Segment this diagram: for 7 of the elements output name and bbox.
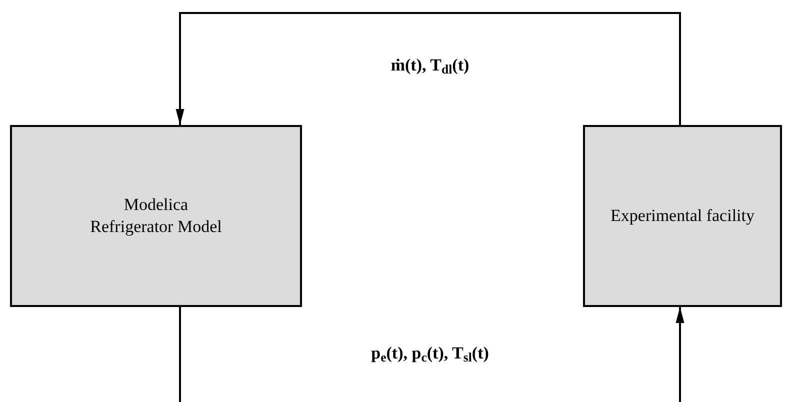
process-box [10,125,302,307]
box-label: Modelica Refrigerator Model [89,194,223,238]
process-box [583,125,782,307]
arrow [176,12,681,125]
arrow [676,307,684,402]
box-label: Experimental facility [610,205,754,227]
signal-label: p$_{e}$(t), p$_{c}$(t), T$_{sl}$(t) [371,342,489,366]
